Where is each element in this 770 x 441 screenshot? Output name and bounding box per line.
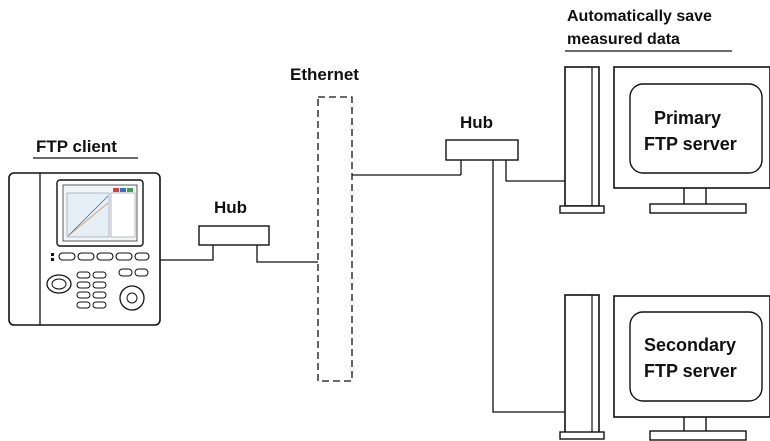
client-led-2 xyxy=(51,258,54,261)
cable-hub-right-to-primary-server xyxy=(505,160,565,182)
secondary-server-line-2: FTP server xyxy=(644,361,737,381)
network-cables xyxy=(160,160,565,413)
client-screen-trend xyxy=(67,195,109,237)
client-screen-bar-green xyxy=(127,188,133,192)
secondary-tower xyxy=(564,294,600,435)
client-key-row2-2 xyxy=(92,281,107,289)
client-key-row1-2 xyxy=(92,271,107,279)
hub-right-label: Hub xyxy=(460,113,493,132)
client-softkey-5 xyxy=(134,252,150,261)
primary-monitor-screen xyxy=(629,83,763,174)
cable-hub-left-to-ethernet xyxy=(256,245,318,263)
client-screen-trend-2 xyxy=(67,202,109,237)
primary-server-line-2: FTP server xyxy=(644,134,737,154)
secondary-ftp-server: Secondary FTP server xyxy=(559,294,770,441)
client-softkey-2 xyxy=(77,252,95,261)
client-softkey-1 xyxy=(58,252,76,261)
secondary-monitor-screen xyxy=(629,311,763,402)
hub-left-label: Hub xyxy=(214,198,247,217)
client-key-top-1 xyxy=(118,268,133,277)
ftp-client-device: FTP client xyxy=(8,137,161,326)
ftp-client-label: FTP client xyxy=(36,137,117,156)
primary-ftp-server: Primary FTP server xyxy=(559,66,770,214)
client-key-row1-1 xyxy=(76,271,91,279)
primary-tower xyxy=(564,66,600,207)
client-key-top-2 xyxy=(134,268,149,277)
secondary-tower-base xyxy=(559,431,605,440)
cable-hub-right-to-secondary-server xyxy=(492,160,565,413)
note-line-2: measured data xyxy=(567,31,680,48)
client-led-1 xyxy=(51,253,54,256)
secondary-monitor-base xyxy=(649,430,747,441)
primary-tower-base xyxy=(559,205,605,214)
client-softkey-4 xyxy=(115,252,133,261)
client-key-row3-1 xyxy=(76,291,91,299)
hub-left xyxy=(198,225,270,246)
primary-server-line-1: Primary xyxy=(654,108,721,128)
client-screen-bar-blue xyxy=(120,188,126,192)
client-key-row3-2 xyxy=(92,291,107,299)
note-line-1: Automatically save xyxy=(567,8,712,25)
client-screen-bar-red xyxy=(113,188,119,192)
ethernet-backbone xyxy=(317,96,353,382)
client-screen-panel xyxy=(110,192,136,238)
client-softkey-3 xyxy=(96,252,114,261)
cable-client-to-hub-left xyxy=(160,245,214,261)
client-dial-button-inner xyxy=(51,278,67,290)
client-key-row4-2 xyxy=(92,301,107,309)
client-key-row4-1 xyxy=(76,301,91,309)
client-arrow-pad-center xyxy=(126,292,138,304)
hub-right xyxy=(445,139,519,161)
ethernet-label: Ethernet xyxy=(290,65,359,84)
primary-monitor-base xyxy=(649,203,747,214)
secondary-server-line-1: Secondary xyxy=(644,335,736,355)
client-key-row2-1 xyxy=(76,281,91,289)
